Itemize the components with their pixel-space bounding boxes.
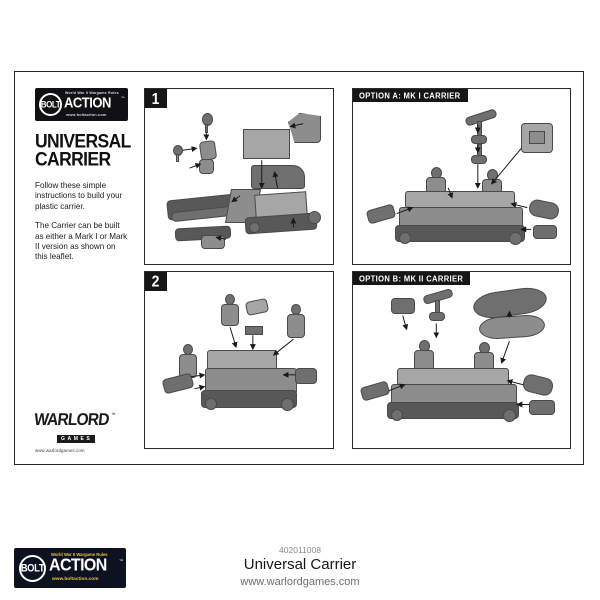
assembly-arrows <box>182 122 304 242</box>
part-weapon-mount <box>471 135 487 144</box>
step-number-badge-2: 2 <box>145 271 167 291</box>
part-crew-torso <box>221 304 239 326</box>
footer-website: www.warlordgames.com <box>240 576 360 588</box>
product-code: 402011008 <box>279 545 321 555</box>
footer-bolt-action-logo: BOLT World War II Wargame Rules ACTION ™… <box>14 548 126 588</box>
page-title-line-2: CARRIER <box>35 147 111 170</box>
intro-paragraph-1: Follow these simple instructions to buil… <box>35 181 123 211</box>
bolt-roundel-icon: BOLT <box>39 93 62 116</box>
footer-bolt-roundel-icon: BOLT <box>19 555 46 582</box>
step-1-artwork <box>145 89 333 264</box>
footer-logo-trademark: ™ <box>119 558 123 563</box>
bolt-action-logo: BOLT World War II Wargame Rules ACTION ™… <box>35 88 128 121</box>
option-a-tab-label: OPTION A: MK I CARRIER <box>359 89 461 101</box>
part-weapon-mount <box>429 312 445 321</box>
warlord-games-logo-sub-word: GAMES <box>57 435 96 443</box>
warlord-games-logo-url: www.warlordgames.com <box>35 448 85 453</box>
option-b-tab-label: OPTION B: MK II CARRIER <box>359 272 464 284</box>
option-panel-a: OPTION A: MK I CARRIER <box>352 88 571 265</box>
part-road-wheel <box>391 409 403 421</box>
part-road-wheel <box>399 232 411 244</box>
assembly-arrows <box>388 310 530 408</box>
step-2-artwork <box>145 272 333 448</box>
footer-logo-url: www.boltaction.com <box>52 577 99 582</box>
part-road-wheel <box>308 211 321 224</box>
option-a-artwork <box>353 89 570 264</box>
part-road-wheel <box>281 398 294 411</box>
option-a-tab: OPTION A: MK I CARRIER <box>353 89 468 102</box>
part-crew-torso <box>287 314 305 338</box>
warlord-games-logo-word: WARLORD <box>33 410 110 430</box>
step-panel-1: 1 <box>144 88 334 265</box>
option-panel-b: OPTION B: MK II CARRIER <box>352 271 571 449</box>
part-road-wheel <box>503 409 516 422</box>
part-track-assembly <box>395 225 525 242</box>
step-panel-2: 2 <box>144 271 334 449</box>
bolt-action-logo-trademark: ™ <box>121 96 125 100</box>
step-number-badge-2-label: 2 <box>151 271 160 291</box>
leaflet-frame: BOLT World War II Wargame Rules ACTION ™… <box>14 71 584 465</box>
part-equipment <box>529 400 555 415</box>
bolt-action-logo-url: www.boltaction.com <box>66 112 107 117</box>
part-weapon-mount <box>471 155 487 164</box>
warlord-games-logo: WARLORD ™ GAMES www.warlordgames.com <box>33 410 119 453</box>
intro-paragraph-2: The Carrier can be built as either a Mar… <box>35 221 128 262</box>
footer-bolt-word: BOLT <box>20 562 45 575</box>
part-equipment <box>391 298 415 314</box>
option-b-artwork <box>353 272 570 448</box>
part-equipment <box>245 326 263 335</box>
step-number-badge-1-label: 1 <box>151 88 160 108</box>
footer-logo-tagline: World War II Wargame Rules <box>51 552 108 557</box>
page-title-line-1: UNIVERSAL <box>35 129 131 152</box>
bolt-action-logo-tagline: World War II Wargame Rules <box>65 91 119 95</box>
part-track-assembly <box>387 402 519 419</box>
part-piece <box>205 124 208 133</box>
assembly-arrows <box>190 327 296 391</box>
warlord-games-logo-trademark: ™ <box>111 412 116 417</box>
left-column: BOLT World War II Wargame Rules ACTION ™… <box>35 88 131 272</box>
part-piece <box>176 154 179 162</box>
part-road-wheel <box>249 222 260 233</box>
step-number-badge-1: 1 <box>145 88 167 108</box>
footer-logo-action-word: ACTION <box>49 555 107 575</box>
option-b-tab: OPTION B: MK II CARRIER <box>353 272 471 285</box>
part-road-wheel <box>205 398 217 410</box>
part-stowage-box <box>529 131 545 144</box>
page-footer: BOLT World War II Wargame Rules ACTION ™… <box>0 545 600 600</box>
product-name: Universal Carrier <box>243 556 357 573</box>
page-title: UNIVERSAL CARRIER <box>35 129 131 170</box>
part-hull-plate <box>243 129 290 159</box>
part-equipment <box>295 368 317 384</box>
intro-text: Follow these simple instructions to buil… <box>35 181 128 263</box>
assembly-arrows <box>396 124 532 233</box>
bolt-action-logo-action-word: ACTION <box>64 93 111 111</box>
part-road-wheel <box>509 232 522 245</box>
bolt-action-logo-bolt-word: BOLT <box>40 99 61 110</box>
part-track-assembly <box>201 390 297 408</box>
part-equipment <box>533 225 557 239</box>
